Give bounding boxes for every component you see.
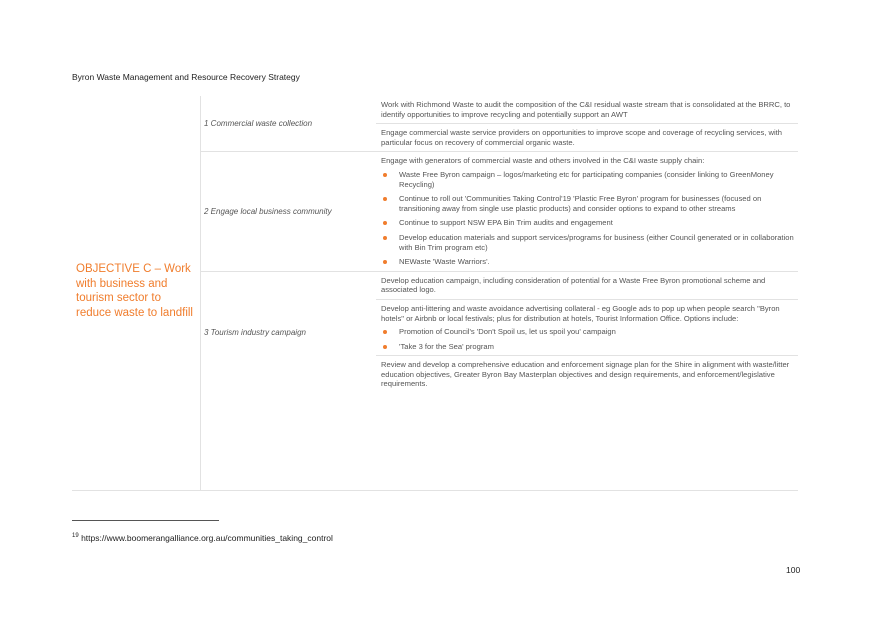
- group-row: 3 Tourism industry campaign Develop educ…: [200, 272, 798, 393]
- bullet-item: 'Take 3 for the Sea' program: [381, 342, 798, 352]
- footnote-rule: [72, 520, 219, 521]
- bullet-list: Promotion of Council's 'Don't Spoil us, …: [381, 327, 798, 351]
- footnote-number: 19: [72, 533, 79, 540]
- group-label: 3 Tourism industry campaign: [204, 327, 306, 337]
- table-bottom-rule: [72, 490, 798, 491]
- bullet-item: Continue to support NSW EPA Bin Trim aud…: [381, 218, 798, 228]
- group-label: 2 Engage local business community: [204, 207, 332, 217]
- bullet-item: Develop education materials and support …: [381, 233, 798, 252]
- objective-heading: OBJECTIVE C – Work with business and tou…: [76, 263, 193, 319]
- group-row: 2 Engage local business community Engage…: [200, 152, 798, 270]
- document-header: Byron Waste Management and Resource Reco…: [72, 72, 300, 82]
- footnote: 19 https://www.boomerangalliance.org.au/…: [72, 533, 333, 543]
- bullet-item: Waste Free Byron campaign – logos/market…: [381, 170, 798, 189]
- cell-intro: Engage with generators of commercial was…: [381, 156, 705, 166]
- group-label: 1 Commercial waste collection: [204, 119, 313, 129]
- action-cell: Engage with generators of commercial was…: [376, 152, 798, 270]
- cell-intro: Develop anti-littering and waste avoidan…: [381, 303, 780, 323]
- group-body: Develop education campaign, including co…: [376, 272, 798, 393]
- bullet-item: Continue to roll out 'Communities Taking…: [381, 194, 798, 213]
- bullet-item: Promotion of Council's 'Don't Spoil us, …: [381, 327, 798, 337]
- footnote-link[interactable]: https://www.boomerangalliance.org.au/com…: [81, 533, 333, 543]
- bullet-item: NEWaste 'Waste Warriors'.: [381, 257, 798, 267]
- objective-column: OBJECTIVE C – Work with business and tou…: [72, 96, 200, 393]
- strategy-table: OBJECTIVE C – Work with business and tou…: [72, 96, 798, 393]
- page-number: 100: [786, 565, 801, 575]
- group-row: 1 Commercial waste collection Work with …: [200, 96, 798, 151]
- action-cell: Develop anti-littering and waste avoidan…: [376, 298, 798, 355]
- bullet-list: Waste Free Byron campaign – logos/market…: [381, 170, 798, 267]
- action-cell: Develop education campaign, including co…: [381, 275, 766, 295]
- action-cell: Engage commercial waste service provider…: [376, 123, 798, 151]
- group-body: Engage with generators of commercial was…: [376, 152, 798, 270]
- action-cell: Review and develop a comprehensive educa…: [376, 355, 798, 393]
- group-body: Work with Richmond Waste to audit the co…: [376, 96, 798, 151]
- action-cell: Work with Richmond Waste to audit the co…: [381, 100, 791, 119]
- column-divider: [200, 96, 201, 491]
- groups-column: 1 Commercial waste collection Work with …: [200, 96, 798, 393]
